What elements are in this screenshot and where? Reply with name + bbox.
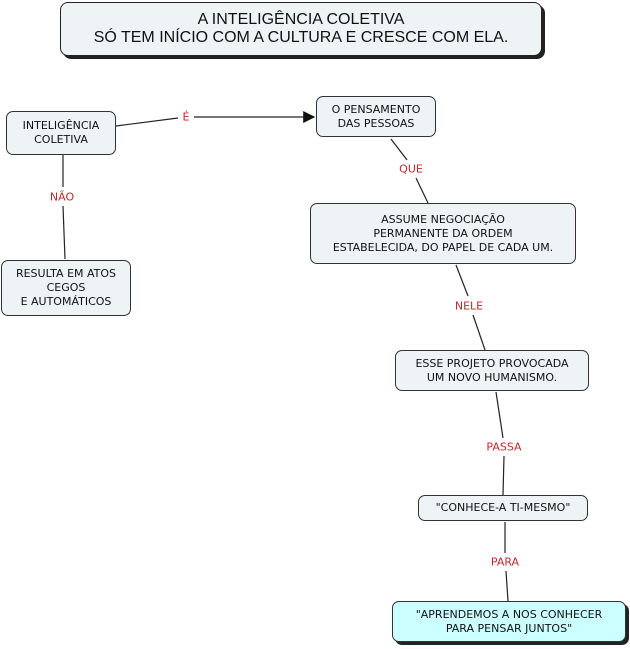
link-line-e-1: [115, 117, 179, 127]
link-line-nao-2: [62, 205, 66, 260]
link-line-que-1: [390, 138, 408, 161]
link-label-e: É: [180, 110, 192, 124]
main-title: A INTELIGÊNCIA COLETIVA SÓ TEM INÍCIO CO…: [60, 2, 542, 56]
concept-aprendemos[interactable]: "APRENDEMOS A NOS CONHECER PARA PENSAR J…: [392, 601, 626, 642]
link-line-para-2: [505, 570, 509, 602]
link-line-nele-1: [455, 264, 469, 297]
link-line-passa-1: [495, 391, 504, 439]
concept-conhece-a-ti-mesmo[interactable]: "CONHECE-A TI-MESMO": [418, 495, 588, 521]
concept-assume-negociacao[interactable]: ASSUME NEGOCIAÇÃO PERMANENTE DA ORDEM ES…: [310, 203, 576, 264]
link-line-nele-2: [472, 314, 486, 351]
link-label-passa: PASSA: [484, 440, 524, 454]
link-line-passa-2: [502, 455, 505, 496]
link-label-para: PARA: [488, 555, 522, 569]
link-label-nao: NÃO: [47, 190, 77, 204]
title-line-1: A INTELIGÊNCIA COLETIVA: [197, 11, 405, 28]
concept-resulta-em-atos[interactable]: RESULTA EM ATOS CEGOS E AUTOMÁTICOS: [1, 260, 131, 316]
link-label-nele: NELE: [452, 299, 486, 313]
concept-esse-projeto[interactable]: ESSE PROJETO PROVOCADA UM NOVO HUMANISMO…: [395, 350, 589, 391]
link-label-que: QUE: [397, 162, 425, 176]
link-line-que-2: [415, 177, 429, 204]
concept-pensamento-das-pessoas[interactable]: O PENSAMENTO DAS PESSOAS: [316, 96, 436, 137]
title-line-2: SÓ TEM INÍCIO COM A CULTURA E CRESCE COM…: [93, 29, 509, 46]
concept-inteligencia-coletiva[interactable]: INTELIGÊNCIA COLETIVA: [6, 111, 116, 155]
